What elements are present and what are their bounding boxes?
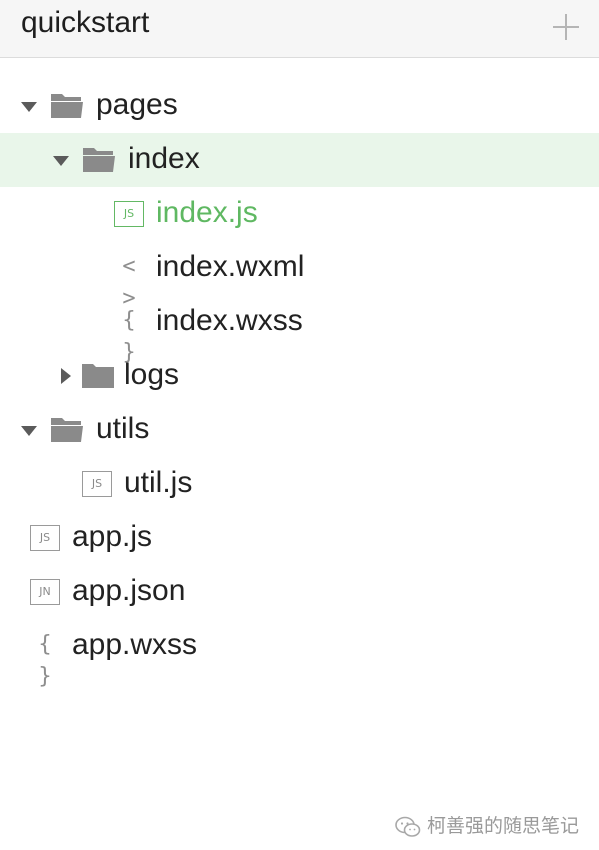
watermark: 柯善强的随思笔记 xyxy=(395,814,579,840)
tree-item-app-json[interactable]: JN app.json xyxy=(0,565,599,619)
tree-item-index-wxss[interactable]: { } index.wxss xyxy=(0,295,599,365)
tree-item-label: app.json xyxy=(72,574,186,607)
chevron-down-icon[interactable] xyxy=(21,426,37,436)
chevron-down-icon[interactable] xyxy=(53,156,69,166)
tree-item-label: app.wxss xyxy=(72,628,198,661)
tree-item-logs[interactable]: logs xyxy=(0,349,599,403)
tree-item-label: index xyxy=(128,142,200,175)
chevron-down-icon[interactable] xyxy=(21,102,37,112)
file-tree: pages index JS index.js < > index.wxml {… xyxy=(0,79,599,689)
tree-item-label: pages xyxy=(96,88,178,121)
tree-item-label: index.js xyxy=(156,196,258,229)
tree-item-index-js[interactable]: JS index.js xyxy=(0,187,599,241)
folder-open-icon xyxy=(51,94,83,118)
tree-item-label: util.js xyxy=(124,466,193,499)
js-file-icon: JS xyxy=(114,201,144,227)
js-file-icon: JS xyxy=(82,471,112,497)
markup-file-icon: < > xyxy=(122,254,136,311)
watermark-text: 柯善强的随思笔记 xyxy=(426,816,579,837)
tree-item-index-wxml[interactable]: < > index.wxml xyxy=(0,241,599,311)
wechat-icon xyxy=(395,816,421,837)
tree-item-label: logs xyxy=(124,358,180,391)
tree-item-label: index.wxml xyxy=(156,250,305,283)
tree-item-utils[interactable]: utils xyxy=(0,403,599,457)
tree-item-util-js[interactable]: JS util.js xyxy=(0,457,599,511)
tree-item-pages[interactable]: pages xyxy=(0,79,599,133)
folder-closed-icon xyxy=(82,364,114,388)
tree-item-app-wxss[interactable]: { } app.wxss xyxy=(0,619,599,689)
folder-open-icon xyxy=(51,418,83,442)
chevron-right-icon[interactable] xyxy=(61,368,71,384)
folder-open-icon xyxy=(83,148,115,172)
tree-item-app-js[interactable]: JS app.js xyxy=(0,511,599,565)
explorer-header: quickstart xyxy=(0,0,599,58)
project-title: quickstart xyxy=(21,6,150,39)
tree-item-index[interactable]: index xyxy=(0,133,599,187)
style-file-icon: { } xyxy=(38,632,52,689)
tree-item-label: index.wxss xyxy=(156,304,303,337)
style-file-icon: { } xyxy=(122,308,136,365)
js-file-icon: JS xyxy=(30,525,60,551)
add-icon[interactable] xyxy=(551,12,581,42)
tree-item-label: utils xyxy=(96,412,150,445)
json-file-icon: JN xyxy=(30,579,60,605)
tree-item-label: app.js xyxy=(72,520,153,553)
